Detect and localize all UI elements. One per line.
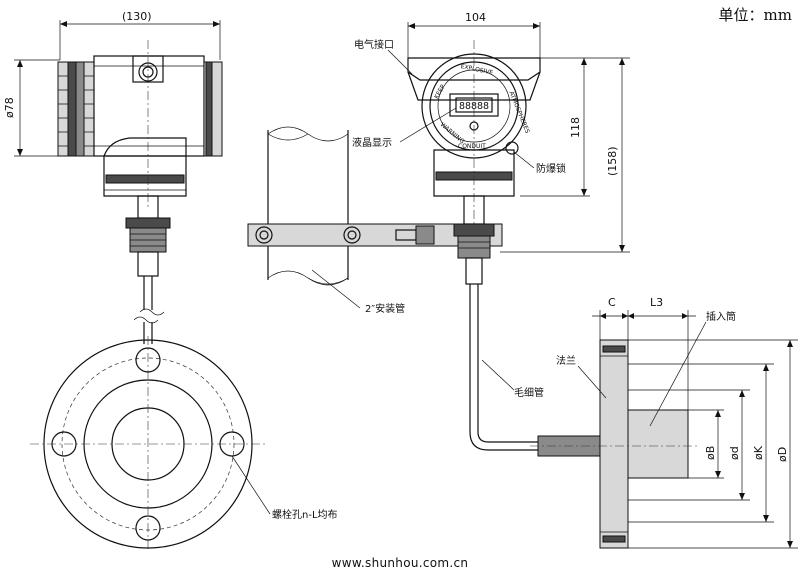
dim-c: C (608, 296, 616, 309)
mounting-pipe: 2″安装管 (247, 126, 503, 315)
label-bolt-holes: 螺栓孔n-L均布 (272, 508, 338, 521)
housing-text-warning: WARNING (439, 121, 466, 145)
flange-side-view: C L3 øB ød øK øD 插入筒 法兰 (530, 296, 798, 549)
label-capillary: 毛细管 (514, 386, 544, 399)
dim-dia-k: øK (752, 445, 765, 460)
unit-label: 单位：mm (718, 6, 792, 24)
dim-width-104: 104 (465, 11, 486, 24)
label-explosion-lock: 防爆锁 (536, 162, 566, 175)
flange-front-view: 螺栓孔n-L均布 (30, 336, 338, 552)
dim-height-118: 118 (569, 117, 582, 138)
housing-text-conduit: CONDUIT (458, 143, 486, 150)
label-insertion-tube: 插入筒 (706, 310, 736, 323)
dim-dia-78: ø78 (3, 97, 16, 118)
dim-height-158: (158) (606, 146, 619, 176)
lcd-digits: 88888 (459, 101, 489, 112)
capillary-line: 毛细管 (469, 284, 544, 451)
dim-width-130: (130) (122, 10, 152, 23)
label-flange: 法兰 (556, 354, 576, 367)
dim-dia-d: ød (728, 446, 741, 460)
dim-l3: L3 (650, 296, 663, 309)
label-electrical-interface: 电气接口 (354, 38, 394, 51)
label-2inch-pipe: 2″安装管 (365, 302, 405, 315)
website-footer: www.shunhou.com.cn (331, 556, 469, 570)
dim-dia-b: øB (704, 446, 717, 460)
front-view: 104 88888 EXPLOSIVE ATMOSPHERES CONDUIT … (352, 11, 630, 285)
left-side-view: (130) ø78 (3, 10, 223, 344)
label-lcd-display: 液晶显示 (352, 136, 392, 149)
housing-text-atmospheres: ATMOSPHERES (507, 90, 530, 134)
dim-dia-D: øD (776, 447, 789, 462)
